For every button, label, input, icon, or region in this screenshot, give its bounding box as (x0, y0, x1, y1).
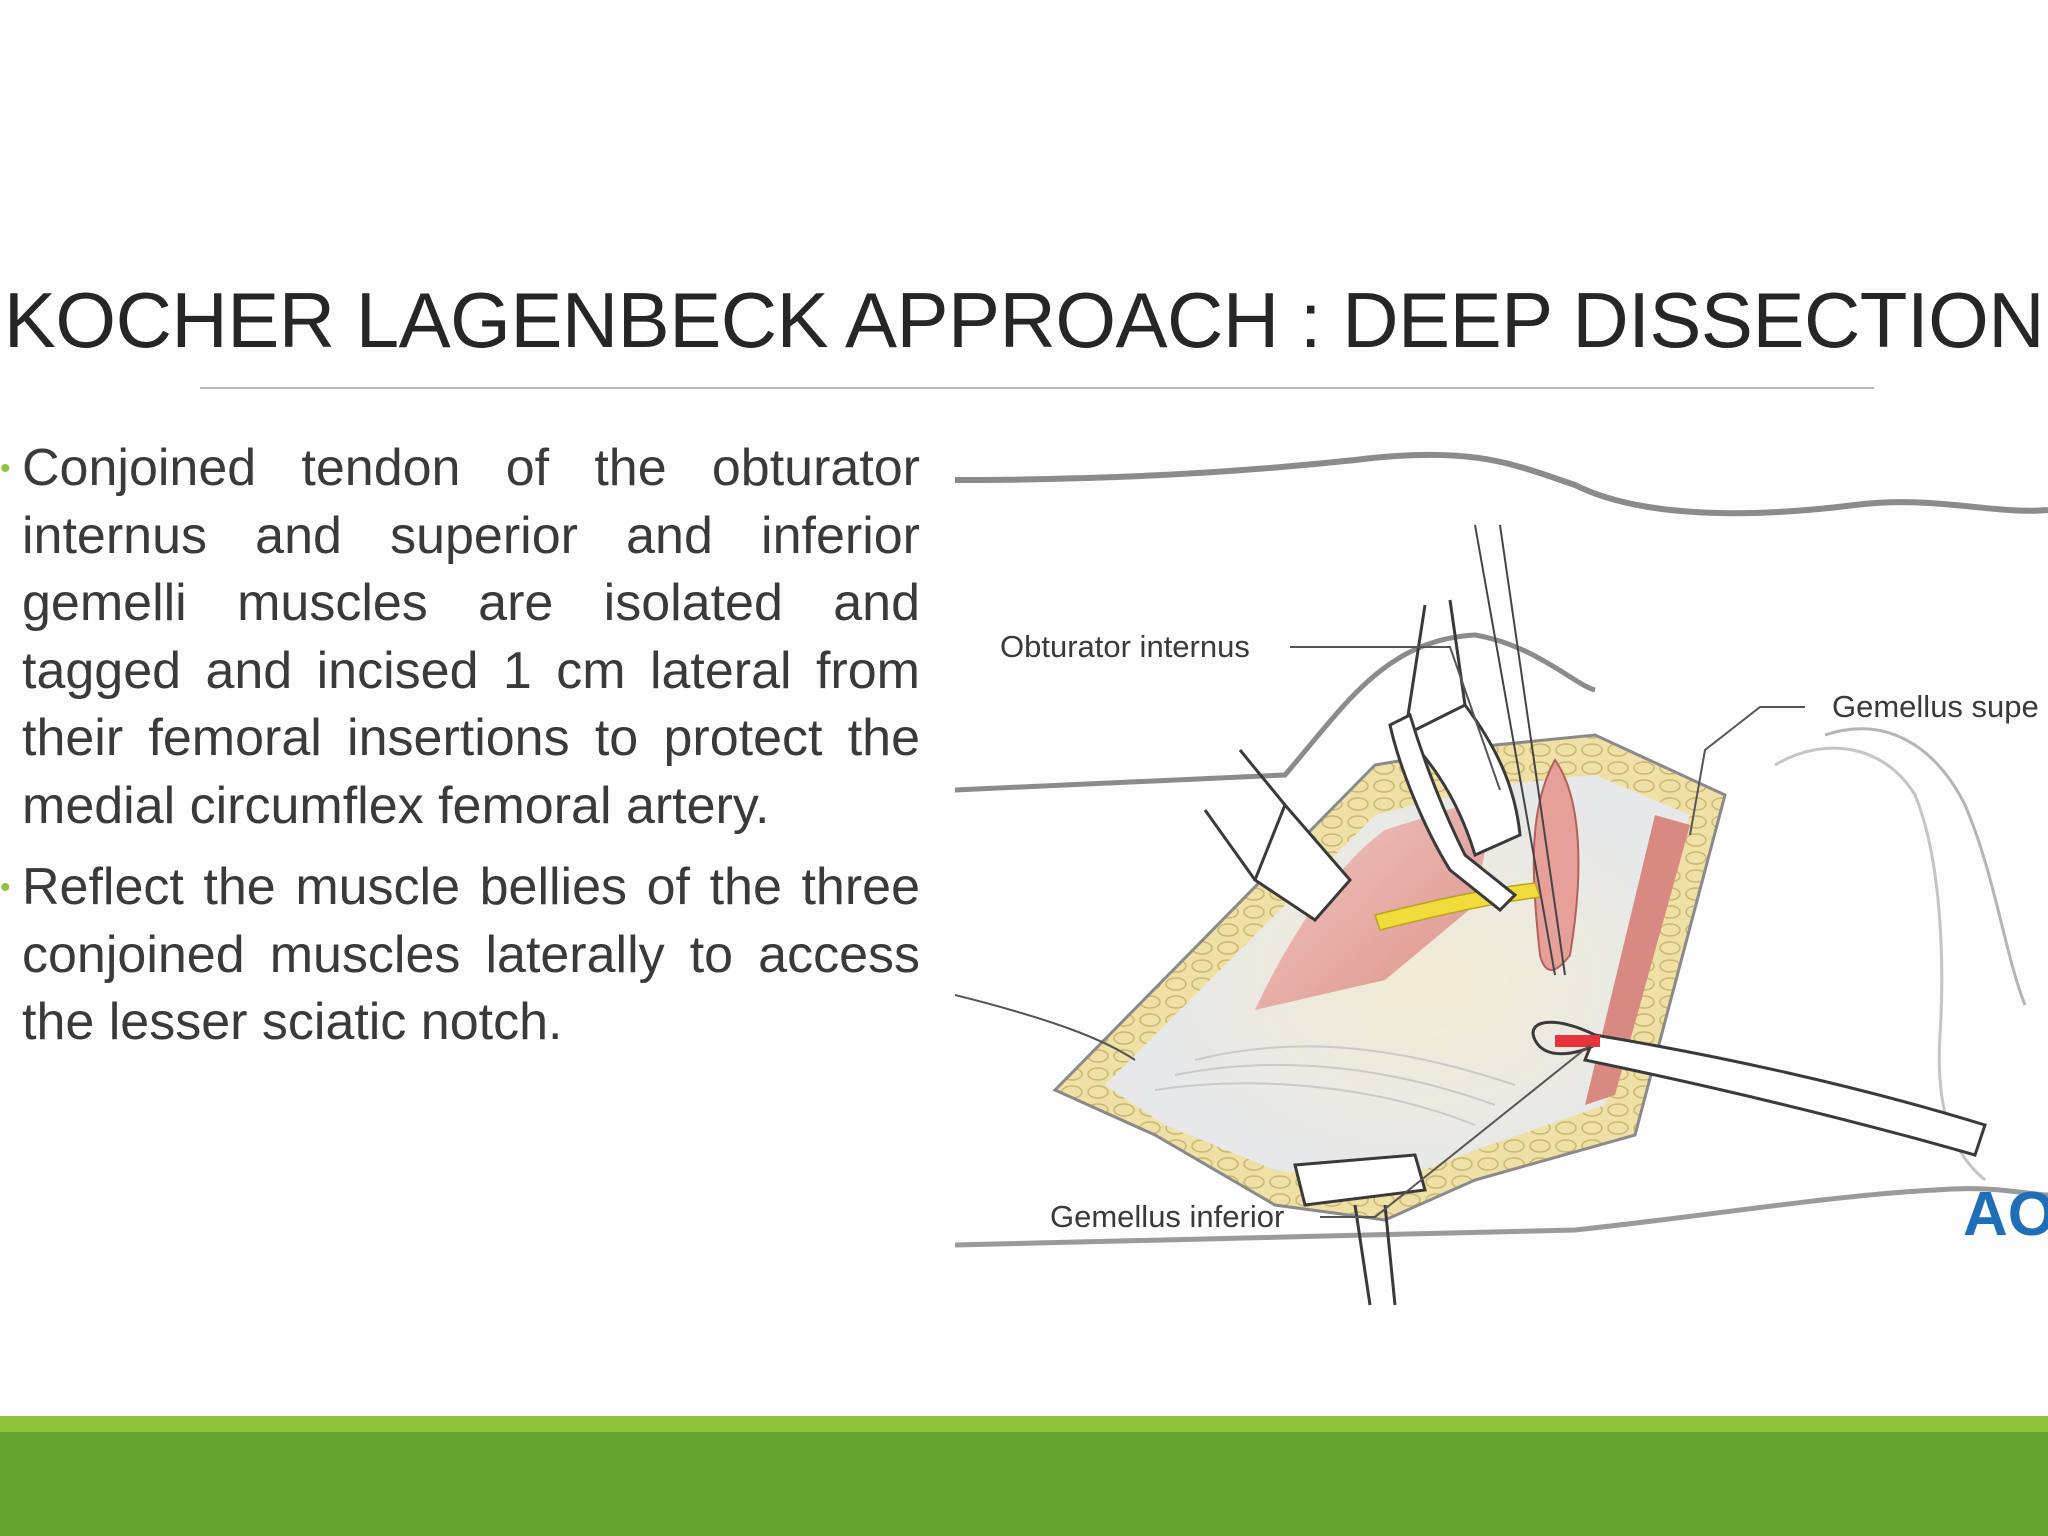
rake-retractor (1293, 1153, 1427, 1207)
retractor-center (1388, 712, 1518, 913)
label-gemellus-inferior: Gemellus inferior (1050, 1199, 1284, 1234)
bullet-marker: • (0, 452, 11, 485)
skin-contour-mid (955, 632, 1596, 793)
dissection-drawing: Obturator internus Gemellus supe Gemellu… (955, 451, 2048, 1306)
footer-accent-bar (0, 1416, 2048, 1432)
leader-lines (955, 646, 1805, 1218)
bullet-item: • Conjoined tendon of the obturator inte… (0, 435, 920, 840)
surgical-illustration: Obturator internus Gemellus supe Gemellu… (955, 435, 2048, 1315)
skin-contour-bottom (955, 1186, 2048, 1248)
title-divider (200, 387, 1874, 389)
tendon-hook (1531, 1020, 1596, 1056)
gluteal-muscle-left (1255, 795, 1495, 1010)
skin-contour-top (955, 451, 2048, 517)
sutures (1474, 524, 1566, 976)
bullet-text: Conjoined tendon of the obturator intern… (22, 439, 920, 835)
label-obturator-internus: Obturator internus (1000, 629, 1250, 664)
ao-logo: AO (1963, 1180, 2048, 1249)
bullet-item: • Reflect the muscle bellies of the thre… (0, 854, 920, 1057)
bullet-marker: • (0, 871, 11, 904)
bullet-text: Reflect the muscle bellies of the three … (22, 858, 920, 1051)
slide-title: KOCHER LAGENBECK APPROACH : DEEP DISSECT… (3, 276, 2045, 364)
bullet-list: • Conjoined tendon of the obturator inte… (0, 435, 920, 1071)
retractor-upper (1402, 703, 1522, 858)
skin-contour-right (1824, 727, 2027, 1006)
footer-bar (0, 1432, 2048, 1536)
fiber-lines (1154, 1045, 1516, 1126)
incision-mark (1555, 1035, 1600, 1047)
label-gemellus-superior: Gemellus supe (1832, 689, 2039, 724)
muscle-right-band (1585, 815, 1690, 1105)
hohmann-retractor (1582, 1033, 1987, 1157)
retractors (1203, 599, 1987, 1306)
retractor-left (1253, 802, 1352, 922)
